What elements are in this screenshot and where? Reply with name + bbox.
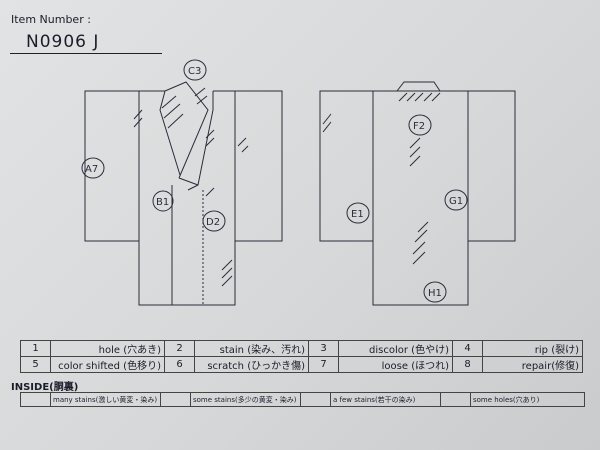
mark-b1: B1 [156,197,169,208]
legend-description: color shifted (色移り) [50,356,165,373]
kimono-back-outline [319,81,516,306]
front-circle-marks [81,59,226,232]
mark-h1: H1 [428,288,442,299]
mark-d2: D2 [206,217,220,228]
mark-c3: C3 [188,66,201,77]
inside-checkbox-cell [300,392,331,407]
inside-row: many stains(激しい黄変・染み) some stains(多少の黄変・… [20,392,585,407]
back-hatch-marks [322,92,441,265]
mark-f2: F2 [413,121,425,132]
inside-checkbox-cell [20,392,51,407]
legend-row: 5 color shifted (色移り) 6 scratch (ひっかき傷) … [20,356,583,373]
legend-description: repair(修復) [482,356,583,373]
item-number-value: N0906 J [26,32,100,52]
inside-lining-table: many stains(激しい黄変・染み) some stains(多少の黄変・… [20,392,585,407]
legend-number: 5 [20,356,51,373]
inside-checkbox-cell [440,392,471,407]
legend-number: 4 [452,340,483,357]
legend-number: 3 [308,340,339,357]
legend-description: hole (穴あき) [50,340,165,357]
item-number-label: Item Number : [11,13,91,26]
inside-checkbox-cell [160,392,191,407]
defect-legend-table: 1 hole (穴あき) 2 stain (染み、汚れ) 3 discolor … [20,340,583,373]
kimono-front-outline [84,81,283,306]
legend-description: discolor (色やけ) [338,340,453,357]
legend-row: 1 hole (穴あき) 2 stain (染み、汚れ) 3 discolor … [20,340,583,357]
legend-description: stain (染み、汚れ) [194,340,309,357]
inside-section-title: INSIDE(胴裏) [11,382,79,393]
mark-g1: G1 [449,196,463,207]
front-hatch-marks [133,87,249,287]
legend-number: 8 [452,356,483,373]
legend-number: 1 [20,340,51,357]
inside-description: some holes(穴あり) [470,392,585,407]
inside-description: many stains(激しい黄変・染み) [50,392,161,407]
inside-description: some stains(多少の黄変・染み) [190,392,301,407]
item-number-underline [10,53,162,54]
legend-description: scratch (ひっかき傷) [194,356,309,373]
mark-e1: E1 [351,209,364,220]
mark-a7: A7 [85,164,98,175]
legend-description: rip (裂け) [482,340,583,357]
legend-number: 7 [308,356,339,373]
inside-description: a few stains(若干の染み) [330,392,441,407]
legend-number: 2 [164,340,195,357]
legend-description: loose (ほつれ) [338,356,453,373]
back-circle-marks [346,114,468,303]
legend-number: 6 [164,356,195,373]
